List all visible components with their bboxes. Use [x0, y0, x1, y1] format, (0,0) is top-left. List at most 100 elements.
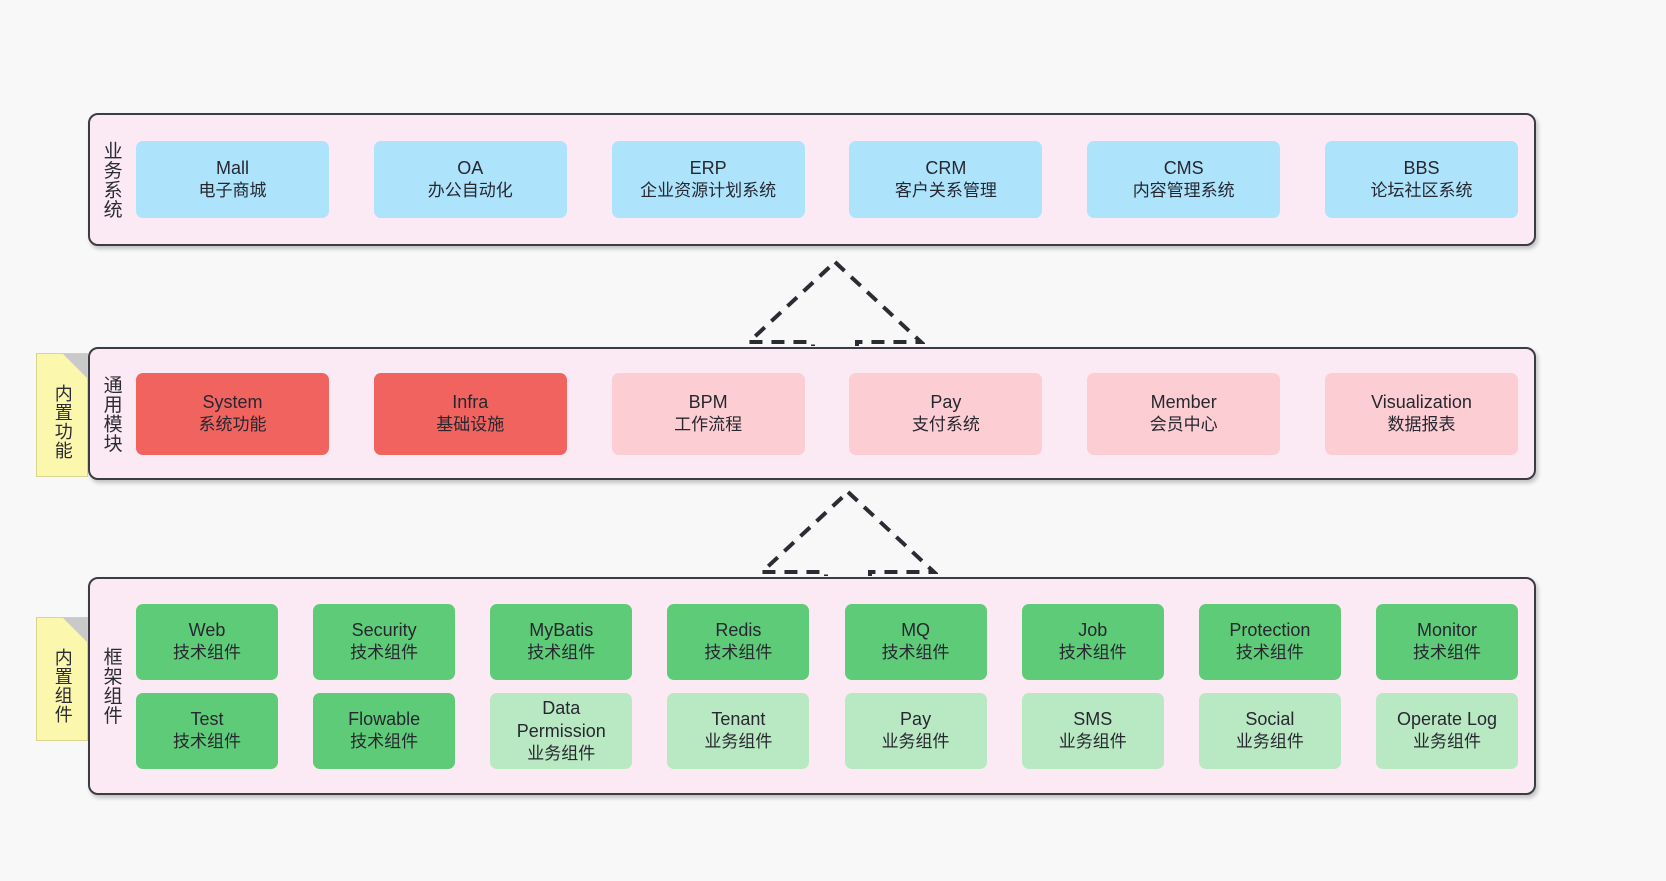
card-title-cn: 业务组件: [1058, 732, 1127, 752]
card-title-en: Operate Log: [1396, 709, 1498, 730]
card-title-cn: 业务组件: [1235, 732, 1304, 752]
card-title-en: CMS: [1163, 158, 1204, 179]
card-bbs[interactable]: BBS 论坛社区系统: [1324, 141, 1518, 218]
card-title-en: Infra: [452, 392, 489, 413]
card-pay-component[interactable]: Pay 业务组件: [844, 692, 987, 769]
card-title-en: Visualization: [1371, 392, 1472, 413]
card-title-en: SMS: [1073, 709, 1113, 730]
card-title-cn: 技术组件: [1412, 643, 1481, 663]
card-row: System 系统功能 Infra 基础设施 BPM 工作流程 Pay 支付系统…: [136, 372, 1518, 455]
card-crm[interactable]: CRM 客户关系管理: [849, 141, 1043, 218]
card-member[interactable]: Member 会员中心: [1087, 372, 1281, 455]
card-title-cn: 办公自动化: [427, 181, 513, 201]
card-row: Mall 电子商城 OA 办公自动化 ERP 企业资源计划系统 CRM 客户关系…: [136, 141, 1518, 218]
card-tenant[interactable]: Tenant 业务组件: [667, 692, 810, 769]
card-title-cn: 技术组件: [1058, 643, 1127, 663]
card-pay-module[interactable]: Pay 支付系统: [849, 372, 1043, 455]
card-job[interactable]: Job 技术组件: [1021, 603, 1164, 680]
card-title-cn: 业务组件: [881, 732, 950, 752]
card-web[interactable]: Web 技术组件: [136, 603, 278, 680]
card-title-en: ERP: [689, 158, 727, 179]
layer-body-framework: Web 技术组件 Security 技术组件 MyBatis 技术组件 Redi…: [132, 579, 1534, 793]
card-mall[interactable]: Mall 电子商城: [136, 141, 329, 218]
card-title-en: Security: [351, 620, 417, 641]
card-bpm[interactable]: BPM 工作流程: [611, 372, 805, 455]
card-title-en: Web: [188, 620, 226, 641]
card-title-cn: 技术组件: [350, 643, 419, 663]
card-title-cn: 数据报表: [1387, 415, 1456, 435]
card-test[interactable]: Test 技术组件: [136, 692, 278, 769]
card-title-cn: 内容管理系统: [1132, 181, 1235, 201]
card-title-cn: 业务组件: [1412, 732, 1481, 752]
card-title-cn: 客户关系管理: [894, 181, 997, 201]
card-title-cn: 业务组件: [704, 732, 773, 752]
card-redis[interactable]: Redis 技术组件: [667, 603, 810, 680]
card-title-en: Member: [1150, 392, 1217, 413]
card-erp[interactable]: ERP 企业资源计划系统: [611, 141, 805, 218]
card-title-en: Redis: [715, 620, 762, 641]
card-title-cn: 系统功能: [198, 415, 267, 435]
note-builtin-functions: 内置功能: [36, 353, 88, 477]
card-title-en: Data Permission: [516, 697, 606, 741]
card-title-cn: 企业资源计划系统: [640, 181, 777, 201]
card-title-cn: 技术组件: [173, 732, 241, 752]
card-title-en: BPM: [688, 392, 728, 413]
arrow-build-shape: [745, 259, 925, 346]
layer-title-framework: 框架组件: [100, 647, 122, 725]
card-mq[interactable]: MQ 技术组件: [844, 603, 987, 680]
layer-title-business: 业务系统: [100, 140, 122, 219]
card-title-cn: 电子商城: [198, 181, 267, 201]
arrow-implement-shape: [758, 489, 938, 576]
arrow-build: [745, 259, 925, 346]
card-row: Test 技术组件 Flowable 技术组件 Data Permission …: [136, 692, 1518, 769]
card-title-cn: 支付系统: [911, 415, 980, 435]
card-flowable[interactable]: Flowable 技术组件: [313, 692, 456, 769]
card-infra[interactable]: Infra 基础设施: [373, 372, 567, 455]
card-row: Web 技术组件 Security 技术组件 MyBatis 技术组件 Redi…: [136, 603, 1518, 680]
layer-body-business: Mall 电子商城 OA 办公自动化 ERP 企业资源计划系统 CRM 客户关系…: [132, 115, 1534, 244]
card-sms[interactable]: SMS 业务组件: [1021, 692, 1164, 769]
card-title-cn: 论坛社区系统: [1370, 181, 1473, 201]
layer-common-modules: 通用模块 System 系统功能 Infra 基础设施 BPM 工作流程 Pay…: [88, 347, 1536, 480]
card-title-en: MQ: [901, 620, 931, 641]
card-title-en: Pay: [930, 392, 962, 413]
card-social[interactable]: Social 业务组件: [1198, 692, 1341, 769]
card-title-en: Pay: [900, 709, 932, 730]
card-title-cn: 基础设施: [436, 415, 505, 435]
card-title-en: Protection: [1229, 620, 1311, 641]
card-visualization[interactable]: Visualization 数据报表: [1324, 372, 1518, 455]
card-mybatis[interactable]: MyBatis 技术组件: [490, 603, 633, 680]
layer-body-common: System 系统功能 Infra 基础设施 BPM 工作流程 Pay 支付系统…: [132, 349, 1534, 478]
card-cms[interactable]: CMS 内容管理系统: [1087, 141, 1281, 218]
card-protection[interactable]: Protection 技术组件: [1198, 603, 1341, 680]
card-title-cn: 技术组件: [350, 732, 419, 752]
card-title-en: Tenant: [711, 709, 766, 730]
card-title-cn: 技术组件: [1235, 643, 1304, 663]
card-title-en: Test: [190, 709, 224, 730]
card-title-en: Job: [1078, 620, 1108, 641]
card-system[interactable]: System 系统功能: [136, 372, 329, 455]
note-text: 内置功能: [52, 384, 73, 460]
layer-business-systems: 业务系统 Mall 电子商城 OA 办公自动化 ERP 企业资源计划系统 CRM…: [88, 113, 1536, 246]
card-security[interactable]: Security 技术组件: [313, 603, 456, 680]
card-title-cn: 技术组件: [704, 643, 773, 663]
card-monitor[interactable]: Monitor 技术组件: [1375, 603, 1518, 680]
card-title-cn: 技术组件: [527, 643, 596, 663]
card-title-en: Flowable: [348, 709, 421, 730]
layer-framework-components: 框架组件 Web 技术组件 Security 技术组件 MyBatis 技术组件…: [88, 577, 1536, 795]
card-title-en: Monitor: [1416, 620, 1477, 641]
card-operate-log[interactable]: Operate Log 业务组件: [1375, 692, 1518, 769]
arrow-implement: [758, 489, 938, 576]
card-data-permission[interactable]: Data Permission 业务组件: [490, 692, 633, 769]
card-title-cn: 工作流程: [674, 415, 743, 435]
card-title-en: CRM: [925, 158, 967, 179]
card-title-cn: 技术组件: [173, 643, 241, 663]
card-title-en: MyBatis: [529, 620, 594, 641]
note-text: 内置组件: [52, 648, 73, 724]
card-oa[interactable]: OA 办公自动化: [373, 141, 567, 218]
card-title-cn: 业务组件: [527, 743, 596, 763]
card-title-en: BBS: [1403, 158, 1440, 179]
note-builtin-components: 内置组件: [36, 617, 88, 741]
card-title-en: Mall: [215, 158, 249, 179]
